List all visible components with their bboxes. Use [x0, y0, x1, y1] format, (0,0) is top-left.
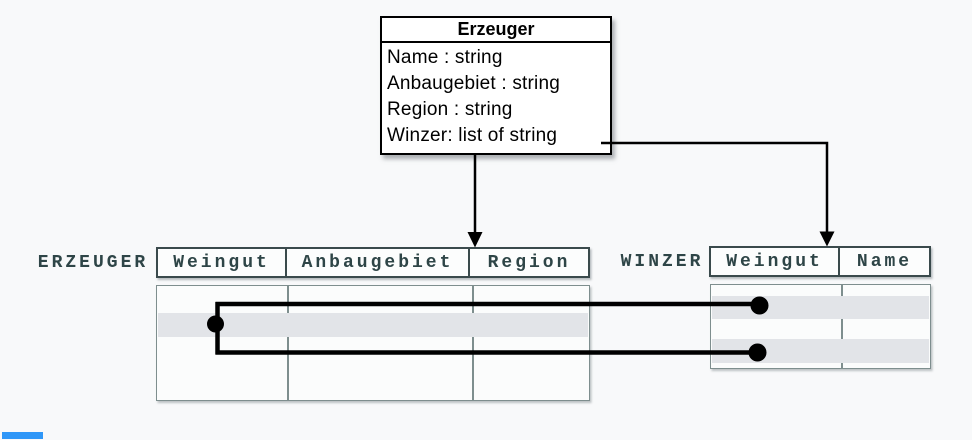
arrowhead-down-icon: [467, 232, 483, 248]
winzer-attribute-to-winzer-arrow: [601, 141, 835, 247]
erzeuger-column-divider: [472, 286, 474, 400]
erzeuger-column-region: Region: [487, 252, 571, 273]
winzer-column-weingut: Weingut: [711, 248, 840, 275]
class-attribute-name: Name : string: [387, 47, 503, 68]
class-to-erzeuger-arrow: [467, 154, 483, 248]
class-attribute-winzer: Winzer: list of string: [387, 125, 558, 146]
erzeuger-table-label: ERZEUGER: [37, 252, 149, 273]
winzer-column-divider: [841, 285, 843, 368]
bottom-left-accent-bar: [2, 432, 43, 439]
erzeuger-highlighted-row: [158, 313, 588, 337]
winzer-table-label: WINZER: [620, 251, 704, 272]
winzer-table-header: Weingut Name: [709, 246, 931, 277]
erzeuger-column-divider: [287, 286, 289, 400]
winzer-highlighted-row-1: [712, 295, 929, 319]
winzer-table-body: [710, 284, 931, 369]
class-attribute-anbaugebiet: Anbaugebiet : string: [387, 73, 561, 94]
winzer-highlighted-row-2: [712, 338, 929, 363]
class-diagram-box: Erzeuger Name : string Anbaugebiet : str…: [380, 16, 612, 155]
erzeuger-column-weingut: Weingut: [158, 249, 287, 276]
class-attribute-list: Name : string Anbaugebiet : string Regio…: [382, 43, 610, 153]
winzer-column-name: Name: [856, 251, 913, 272]
erzeuger-table-body: [156, 285, 590, 401]
class-attribute-region: Region : string: [387, 99, 513, 120]
erzeuger-table-header: Weingut Anbaugebiet Region: [156, 247, 590, 278]
class-title: Erzeuger: [382, 18, 610, 43]
arrowhead-down-icon: [819, 231, 835, 247]
erzeuger-column-anbaugebiet: Anbaugebiet: [287, 249, 470, 276]
